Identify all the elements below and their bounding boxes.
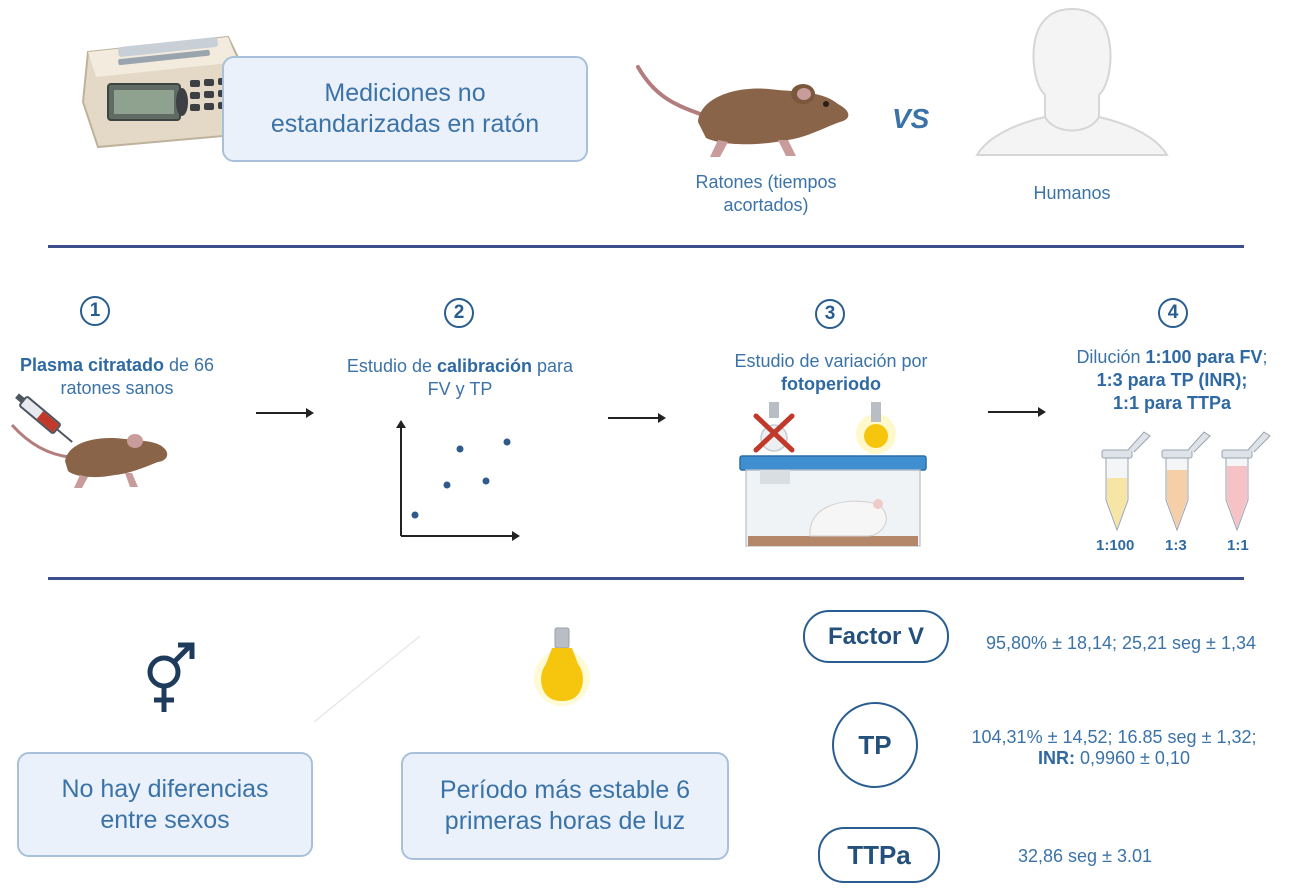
mouse-label: Ratones (tiempos acortados) — [695, 172, 837, 215]
stable-period-box: Período más estable 6 primeras horas de … — [401, 752, 729, 860]
step-2-bold: calibración — [436, 356, 533, 376]
unstandardized-measurements-text: Mediciones no estandarizadas en ratón — [270, 79, 540, 138]
step-1-text: Plasma citratado de 66 ratones sanos — [4, 354, 230, 400]
step-2-text: Estudio de calibración para FV y TP — [340, 355, 580, 401]
arrow-2 — [608, 413, 666, 423]
dilution-label-1: 1:100 — [1096, 537, 1135, 554]
dilution-label-2: 1:3 — [1165, 537, 1187, 554]
step-4-line2: 1:3 para TP (INR); — [1096, 370, 1248, 390]
unstandardized-measurements-box: Mediciones no estandarizadas en ratón — [222, 56, 588, 162]
plot-point — [503, 438, 511, 446]
top-divider — [48, 245, 1244, 248]
human-head-icon — [975, 7, 1169, 156]
syringe-mouse-icon — [10, 393, 168, 488]
step-1-rest: de 66 ratones sanos — [60, 355, 215, 398]
step-4-post: ; — [1262, 347, 1268, 367]
bulb-off-icon — [753, 402, 795, 453]
step-4-bold: 1:100 para FV — [1145, 347, 1263, 367]
arrow-1 — [256, 408, 314, 418]
step-3-text: Estudio de variación por fotoperiodo — [706, 350, 956, 396]
plot-point — [482, 477, 490, 485]
step-4-number: 4 — [1158, 298, 1188, 328]
plot-point — [443, 481, 451, 489]
tube-3-icon — [1221, 431, 1271, 532]
tp-value: 104,31% ± 14,52; 16.85 seg ± 1,32; INR: … — [944, 727, 1284, 769]
step-1-bold: Plasma citratado — [19, 355, 164, 375]
calibration-scatter-plot — [396, 420, 520, 541]
sex-differences-box: No hay diferencias entre sexos — [17, 752, 313, 857]
inr-value: 0,9960 ± 0,10 — [1075, 748, 1190, 768]
stable-period-text: Período más estable 6 primeras horas de … — [439, 776, 691, 835]
bottom-divider — [48, 577, 1244, 580]
dilution-tubes-icon — [1101, 431, 1271, 532]
tube-2-icon — [1161, 431, 1211, 532]
human-label: Humanos — [1033, 183, 1111, 203]
step-3-bold: fotoperiodo — [781, 374, 881, 394]
plot-point — [456, 445, 464, 453]
light-bulb-icon — [534, 627, 590, 706]
factor-v-label: Factor V — [803, 610, 949, 663]
step-2-pre: Estudio de — [346, 356, 437, 376]
intersex-symbol-icon — [147, 642, 195, 712]
arrow-3 — [988, 407, 1046, 417]
step-1-number: 1 — [80, 296, 110, 326]
tp-label: TP — [832, 702, 918, 788]
step-2-number: 2 — [444, 298, 474, 328]
dilution-label-3: 1:1 — [1227, 537, 1249, 554]
tube-1-icon — [1101, 431, 1151, 532]
inr-label: INR: — [1038, 748, 1075, 768]
ttpa-label: TTPa — [818, 827, 940, 883]
step-2-post: para FV y TP — [427, 356, 574, 399]
step-4-text: Dilución 1:100 para FV; 1:3 para TP (INR… — [1048, 346, 1296, 415]
vs-label: VS — [892, 103, 930, 134]
step-3-number: 3 — [815, 299, 845, 329]
decorative-diagonal-line — [313, 635, 421, 723]
bulb-on-icon — [856, 402, 896, 454]
step-4-line3: 1:1 para TTPa — [1112, 393, 1232, 413]
photoperiod-cage-icon — [739, 402, 927, 547]
mouse-icon — [636, 65, 849, 157]
plot-point — [411, 511, 419, 519]
infusion-pump-icon — [81, 35, 252, 149]
factor-v-value: 95,80% ± 18,14; 25,21 seg ± 1,34 — [986, 633, 1256, 653]
sex-differences-text: No hay diferencias entre sexos — [61, 774, 269, 834]
step-3-pre: Estudio de variación por — [734, 351, 928, 371]
tp-value-line1: 104,31% ± 14,52; 16.85 seg ± 1,32; — [971, 727, 1257, 747]
ttpa-value: 32,86 seg ± 3.01 — [1018, 846, 1152, 866]
step-4-pre: Dilución — [1076, 347, 1146, 367]
